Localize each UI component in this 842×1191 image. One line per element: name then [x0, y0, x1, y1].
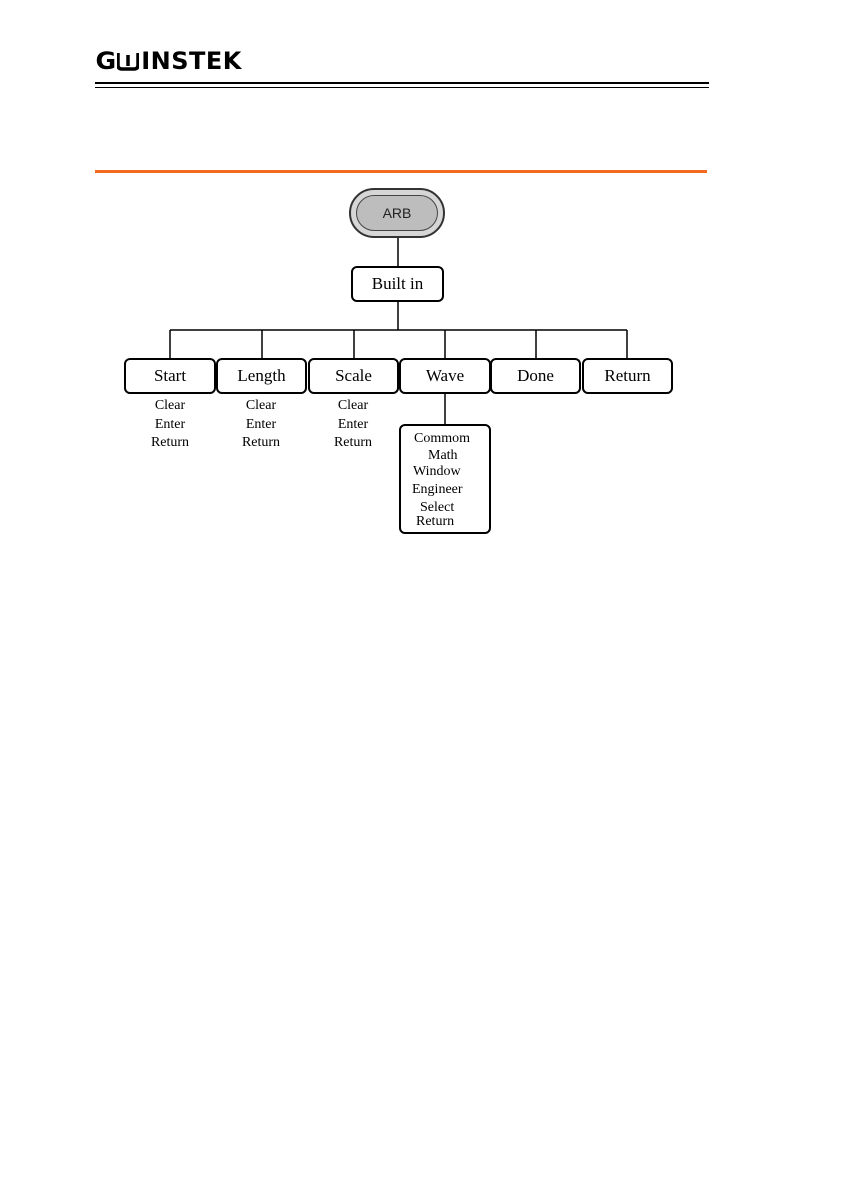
wave-sub-window: Window: [413, 464, 461, 479]
length-sublist: Clear Enter Return: [231, 397, 291, 453]
scale-sub-enter: Enter: [323, 416, 383, 435]
start-sublist: Clear Enter Return: [140, 397, 200, 453]
length-sub-clear: Clear: [231, 397, 291, 416]
wave-sub-select: Select: [420, 500, 454, 515]
scale-sub-clear: Clear: [323, 397, 383, 416]
wave-sub-math: Math: [428, 448, 458, 463]
arb-label: ARB: [356, 195, 438, 231]
wave-sub-return: Return: [416, 514, 454, 529]
arb-node: ARB: [349, 188, 445, 238]
wave-node: Wave: [399, 358, 491, 394]
start-node: Start: [124, 358, 216, 394]
wave-sub-commom: Commom: [414, 431, 470, 446]
length-sub-enter: Enter: [231, 416, 291, 435]
start-sub-return: Return: [140, 434, 200, 453]
built-in-node: Built in: [351, 266, 444, 302]
scale-node: Scale: [308, 358, 399, 394]
wave-sub-engineer: Engineer: [412, 482, 463, 497]
scale-sub-return: Return: [323, 434, 383, 453]
wave-sublist: Commom Math Window Engineer Select Retur…: [399, 424, 491, 534]
start-sub-clear: Clear: [140, 397, 200, 416]
start-sub-enter: Enter: [140, 416, 200, 435]
length-sub-return: Return: [231, 434, 291, 453]
scale-sublist: Clear Enter Return: [323, 397, 383, 453]
length-node: Length: [216, 358, 307, 394]
return-node: Return: [582, 358, 673, 394]
done-node: Done: [490, 358, 581, 394]
